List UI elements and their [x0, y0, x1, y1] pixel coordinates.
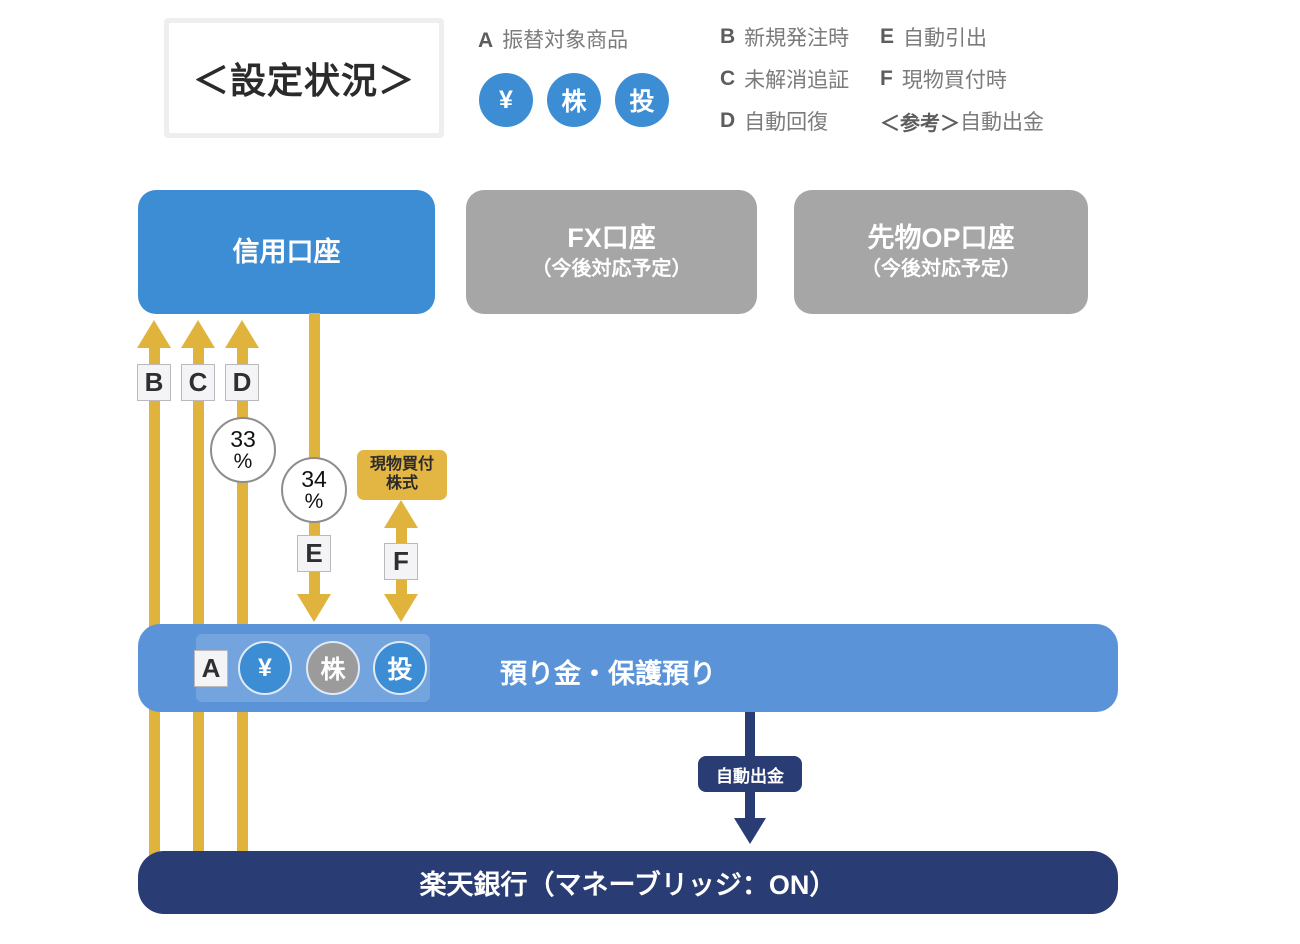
flow-arrowhead-b-up	[137, 320, 171, 348]
flow-line-d	[237, 348, 248, 856]
percent-circle-33: 33 %	[210, 417, 276, 483]
flow-arrowhead-f-down	[384, 594, 418, 622]
product-box-line1: 現物買付	[369, 456, 434, 474]
investment-trust-icon: 投	[615, 73, 669, 127]
legend-column-right: E 自動引出 F 現物買付時 ＜参考＞ 自動出金	[880, 24, 1044, 150]
account-box-fx[interactable]: FX口座 （今後対応予定）	[466, 190, 757, 314]
legend-label-d: 自動回復	[744, 111, 829, 134]
legend-label-e: 自動引出	[903, 27, 988, 50]
product-box-line2: 株式	[385, 475, 418, 492]
legend-key-d: D	[720, 109, 736, 132]
page-title: ＜設定状況＞	[192, 60, 415, 101]
deposit-badge-a: A	[194, 650, 228, 687]
legend-key-b: B	[720, 25, 736, 48]
flow-arrowhead-d-up	[225, 320, 259, 348]
flow-arrowhead-e-down	[297, 594, 331, 622]
legend-label-a: 振替対象商品	[502, 29, 629, 52]
legend-item-b: B 新規発注時	[720, 24, 849, 50]
percent-sign-34: %	[304, 490, 324, 513]
legend-item-c: C 未解消追証	[720, 66, 849, 92]
legend-item-e: E 自動引出	[880, 24, 1044, 50]
flow-arrowhead-c-up	[181, 320, 215, 348]
bank-bar[interactable]: 楽天銀行（マネーブリッジ：ON）	[138, 851, 1118, 914]
legend-key-f: F	[880, 67, 893, 90]
flow-badge-e: E	[297, 535, 331, 572]
yen-icon: ¥	[479, 73, 533, 127]
account-title-fx: FX口座	[567, 222, 656, 253]
percent-value-34: 34	[301, 466, 327, 492]
legend-label-reference: 自動出金	[960, 111, 1044, 134]
account-subtitle-fx: （今後対応予定）	[531, 258, 692, 281]
legend-key-a: A	[478, 29, 494, 52]
deposit-bar[interactable]	[138, 624, 1118, 712]
flow-badge-c: C	[181, 364, 215, 401]
percent-circle-34: 34 %	[281, 457, 347, 523]
percent-value-33: 33	[230, 426, 256, 452]
yen-icon[interactable]: ¥	[238, 641, 292, 695]
stock-icon[interactable]: 株	[306, 641, 360, 695]
deposit-bar-label: 預り金・保護預り	[500, 659, 716, 689]
legend-item-a: A 振替対象商品	[478, 24, 628, 54]
legend-item-d: D 自動回復	[720, 108, 849, 134]
flow-line-e	[309, 313, 320, 596]
percent-sign-33: %	[233, 450, 253, 473]
legend-key-c: C	[720, 67, 736, 90]
account-box-futures-op[interactable]: 先物OP口座 （今後対応予定）	[794, 190, 1088, 314]
flow-badge-d: D	[225, 364, 259, 401]
account-title-credit: 信用口座	[232, 236, 341, 267]
account-subtitle-futures-op: （今後対応予定）	[861, 258, 1021, 281]
flow-line-c	[193, 348, 204, 856]
product-box-spot-purchase: 現物買付 株式	[357, 450, 447, 500]
legend-label-b: 新規発注時	[744, 27, 850, 50]
auto-withdrawal-arrowhead	[734, 818, 766, 844]
account-title-futures-op: 先物OP口座	[867, 222, 1015, 253]
investment-trust-icon[interactable]: 投	[373, 641, 427, 695]
stock-icon: 株	[547, 73, 601, 127]
legend-item-f: F 現物買付時	[880, 66, 1044, 92]
flow-badge-b: B	[137, 364, 171, 401]
settings-status-title-box: ＜設定状況＞	[164, 18, 444, 138]
legend-column-middle: B 新規発注時 C 未解消追証 D 自動回復	[720, 24, 849, 150]
legend-label-f: 現物買付時	[901, 69, 1007, 92]
account-box-credit[interactable]: 信用口座	[138, 190, 435, 314]
legend-item-reference: ＜参考＞ 自動出金	[880, 108, 1044, 135]
legend-key-e: E	[880, 25, 895, 48]
legend: A 振替対象商品 ¥ 株 投 B 新規発注時 C 未解消追証 D 自動回復	[478, 24, 1098, 154]
flow-arrowhead-f-up	[384, 500, 418, 528]
legend-label-c: 未解消追証	[744, 69, 850, 92]
flow-line-b	[149, 348, 160, 856]
auto-withdrawal-badge: 自動出金	[698, 756, 802, 792]
legend-key-reference: ＜参考＞	[880, 112, 960, 135]
flow-badge-f: F	[384, 543, 418, 580]
legend-product-icons: ¥ 株 投	[479, 73, 669, 127]
legend-column-transfer-target: A 振替対象商品	[478, 24, 628, 54]
